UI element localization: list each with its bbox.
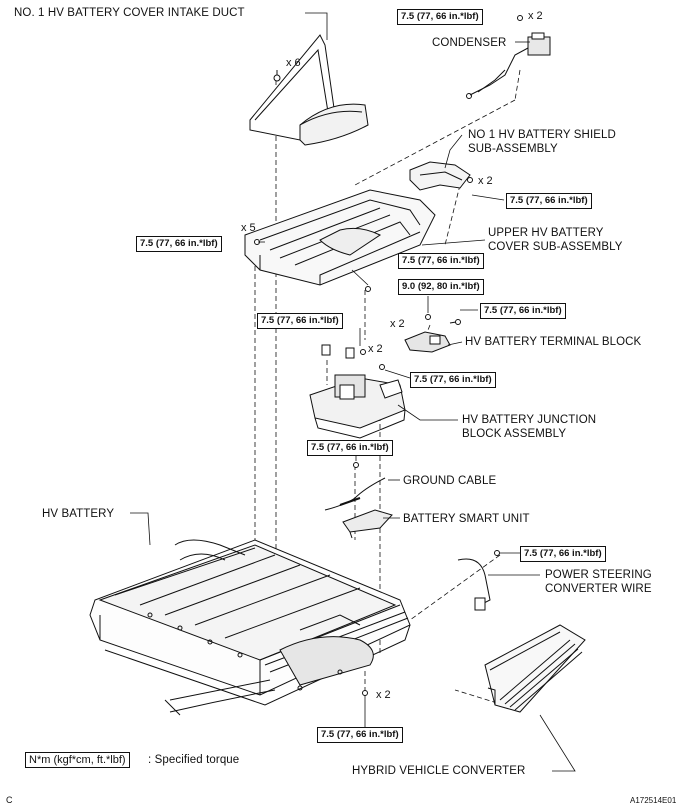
label-intake-duct: NO. 1 HV BATTERY COVER INTAKE DUCT — [14, 7, 245, 19]
torque-box-converter: 7.5 (77, 66 in.*lbf) — [317, 727, 403, 743]
figure-code: A172514E01 — [630, 796, 677, 805]
ps-wire-drawing — [457, 550, 500, 611]
label-shield-line1: NO 1 HV BATTERY SHIELD — [468, 129, 616, 141]
qty-shield: x 2 — [478, 175, 493, 187]
label-smart-unit: BATTERY SMART UNIT — [403, 513, 530, 525]
torque-box-shield: 7.5 (77, 66 in.*lbf) — [506, 193, 592, 209]
converter-drawing — [362, 624, 586, 713]
torque-box-cover-left: 7.5 (77, 66 in.*lbf) — [136, 236, 222, 252]
leader-lines — [130, 12, 576, 772]
label-upper-cover-line1: UPPER HV BATTERY — [488, 227, 604, 239]
label-condenser: CONDENSER — [432, 37, 507, 49]
smart-unit-drawing — [342, 509, 393, 539]
label-shield-line2: SUB-ASSEMBLY — [468, 143, 558, 155]
condenser-drawing — [466, 15, 551, 99]
qty-condenser: x 2 — [528, 10, 543, 22]
label-converter: HYBRID VEHICLE CONVERTER — [352, 765, 526, 777]
torque-box-junction-left: 7.5 (77, 66 in.*lbf) — [257, 313, 343, 329]
torque-box-cover-center: 7.5 (77, 66 in.*lbf) — [398, 253, 484, 269]
legend-description: : Specified torque — [148, 754, 240, 766]
torque-box-ground: 7.5 (77, 66 in.*lbf) — [307, 440, 393, 456]
label-terminal-block: HV BATTERY TERMINAL BLOCK — [465, 336, 642, 348]
ground-cable-drawing — [324, 462, 386, 511]
label-junction-line1: HV BATTERY JUNCTION — [462, 414, 597, 426]
label-ps-wire-line1: POWER STEERING — [545, 569, 652, 581]
upper-cover-drawing — [244, 189, 436, 292]
corner-letter: C — [6, 795, 13, 805]
qty-junction: x 2 — [368, 343, 383, 355]
qty-terminal: x 2 — [390, 318, 405, 330]
torque-box-terminal-right: 7.5 (77, 66 in.*lbf) — [480, 303, 566, 319]
torque-box-condenser: 7.5 (77, 66 in.*lbf) — [397, 9, 483, 25]
junction-block-drawing — [309, 344, 406, 439]
qty-converter: x 2 — [376, 689, 391, 701]
label-ps-wire-line2: CONVERTER WIRE — [545, 583, 652, 595]
qty-cover-left: x 5 — [241, 222, 256, 234]
hv-battery-drawing — [89, 539, 411, 716]
torque-box-terminal-upper: 9.0 (92, 80 in.*lbf) — [398, 279, 484, 295]
torque-box-ps-wire: 7.5 (77, 66 in.*lbf) — [520, 546, 606, 562]
shield-drawing — [409, 161, 473, 191]
label-upper-cover-line2: COVER SUB-ASSEMBLY — [488, 241, 623, 253]
torque-box-junction-right: 7.5 (77, 66 in.*lbf) — [410, 372, 496, 388]
legend-unit-box: N*m (kgf*cm, ft.*lbf) — [25, 752, 130, 768]
label-ground-cable: GROUND CABLE — [403, 475, 497, 487]
intake-duct-drawing — [249, 34, 369, 146]
qty-duct: x 6 — [286, 57, 301, 69]
terminal-block-drawing — [404, 314, 461, 353]
label-junction-line2: BLOCK ASSEMBLY — [462, 428, 567, 440]
label-hv-battery: HV BATTERY — [42, 508, 115, 520]
